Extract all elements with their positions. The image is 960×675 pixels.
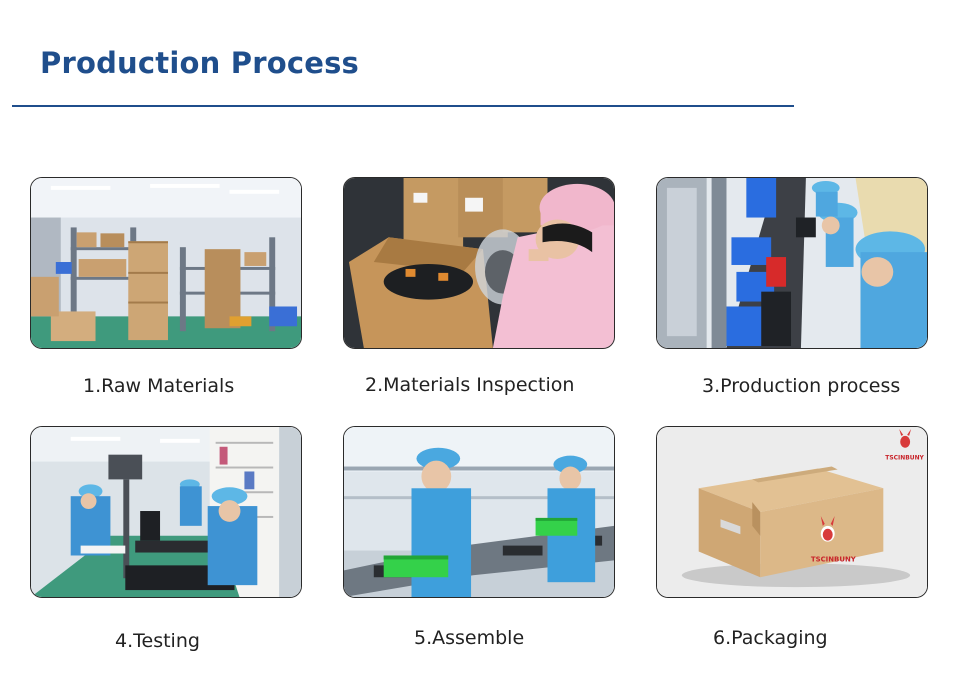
caption-raw-materials: 1.Raw Materials [83,375,235,397]
caption-materials-inspection: 2.Materials Inspection [365,374,575,396]
caption-production-process: 3.Production process [702,375,901,397]
photo-assemble [343,426,615,598]
svg-text:TSCINBUNY: TSCINBUNY [885,455,924,462]
caption-packaging: 6.Packaging [713,627,828,649]
caption-testing: 4.Testing [115,630,200,652]
rabbit-mascot-icon [820,515,835,542]
brand-logo-corner: TSCINBUNY [885,428,925,462]
photo-production-process [656,177,928,349]
page-title: Production Process [40,46,360,80]
photo-packaging: TSCINBUNY TSCINBUNY [656,426,928,598]
brand-logo-box: TSCINBUNY [811,555,857,563]
caption-assemble: 5.Assemble [414,627,525,649]
photo-testing [30,426,302,598]
photo-materials-inspection [343,177,615,349]
photo-raw-materials [30,177,302,349]
title-underline [12,105,794,107]
